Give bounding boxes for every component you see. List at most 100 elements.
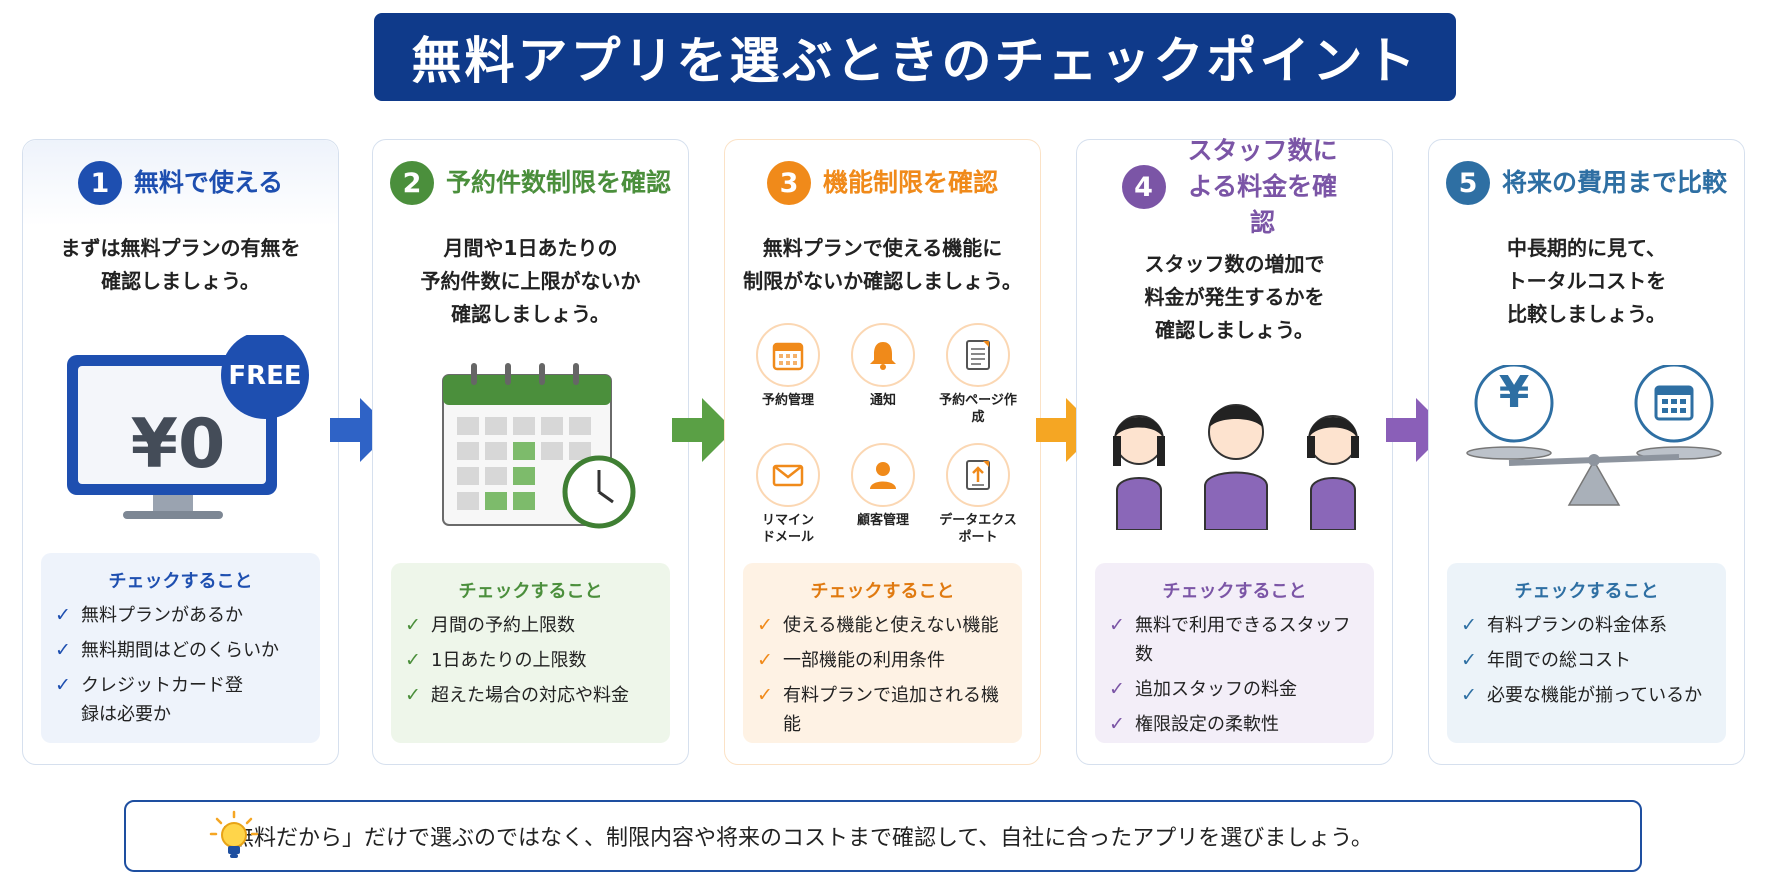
card-step-4: 4 スタッフ数による料金を確認 スタッフ数の増加で 料金が発生するかを 確認しま…	[1076, 136, 1393, 765]
balance-scale-icon	[1466, 363, 1722, 506]
check-icon: ✓	[55, 674, 71, 696]
feature-circle	[946, 443, 1010, 507]
feature-label: リマインドメール	[761, 513, 814, 545]
check-item: ✓年間での総コスト	[1461, 646, 1712, 675]
card-step-2: 2 予約件数制限を確認 月間や1日あたりの 予約件数に上限がないか 確認しましょ…	[372, 139, 689, 765]
bell-icon	[870, 342, 896, 370]
check-icon: ✓	[1461, 649, 1477, 671]
person-icon	[870, 462, 896, 489]
check-box: チェックすること ✓月間の予約上限数 ✓1日あたりの上限数 ✓超えた場合の対応や…	[391, 563, 670, 743]
card-title: 将来の費用まで比較	[1501, 168, 1727, 197]
check-item: ✓超えた場合の対応や料金	[405, 681, 656, 710]
card-description: 無料プランで使える機能に 制限がないか確認しましょう。	[743, 236, 1022, 293]
check-title: チェックすること	[1162, 581, 1307, 602]
check-title: チェックすること	[458, 581, 603, 602]
card-title: 機能制限を確認	[822, 168, 998, 197]
feature-item: 通知	[838, 323, 928, 409]
check-icon: ✓	[405, 649, 421, 671]
feature-circle	[756, 443, 820, 507]
check-item: ✓有料プランで追加される機能	[757, 681, 1008, 739]
card-step-3: 3 機能制限を確認 無料プランで使える機能に 制限がないか確認しましょう。 予約…	[724, 139, 1041, 765]
price-label: ¥0	[130, 405, 226, 484]
bottom-note: 「無料だから」だけで選ぶのではなく、制限内容や将来のコストまで確認して、自社に合…	[124, 800, 1642, 872]
check-icon: ✓	[1109, 614, 1125, 636]
feature-circle	[851, 323, 915, 387]
card-title: 無料で使える	[133, 168, 284, 197]
card-description: スタッフ数の増加で 料金が発生するかを 確認しましょう。	[1144, 252, 1325, 342]
feature-label: 顧客管理	[856, 513, 909, 528]
check-item: ✓必要な機能が揃っているか	[1461, 681, 1712, 710]
card-header: 3 機能制限を確認	[725, 140, 1040, 226]
check-item: ✓月間の予約上限数	[405, 611, 656, 640]
check-item: ✓権限設定の柔軟性	[1109, 710, 1360, 739]
check-icon: ✓	[757, 649, 773, 671]
lightbulb-icon	[209, 810, 259, 858]
check-icon: ✓	[55, 639, 71, 661]
check-icon: ✓	[1109, 713, 1125, 735]
step-number-badge: 3	[766, 161, 811, 205]
check-box: チェックすること ✓無料プランがあるか ✓無料期間はどのくらいか ✓クレジットカ…	[41, 553, 320, 743]
check-title: チェックすること	[1514, 581, 1659, 602]
check-item: ✓使える機能と使えない機能	[757, 611, 1008, 640]
feature-circle	[851, 443, 915, 507]
scale-illustration: ¥	[1429, 363, 1744, 515]
bottom-note-text: 「無料だから」だけで選ぶのではなく、制限内容や将来のコストまで確認して、自社に合…	[210, 826, 1373, 851]
check-box: チェックすること ✓使える機能と使えない機能 ✓一部機能の利用条件 ✓有料プラン…	[743, 563, 1022, 743]
calendar-clock-icon	[442, 363, 636, 529]
staff-illustration	[1077, 390, 1392, 531]
mail-icon	[772, 464, 804, 487]
check-icon: ✓	[1109, 678, 1125, 700]
arrow-right-icon	[672, 398, 734, 462]
check-item: ✓有料プランの料金体系	[1461, 611, 1712, 640]
card-description: 月間や1日あたりの 予約件数に上限がないか 確認しましょう。	[420, 236, 641, 326]
card-description: まずは無料プランの有無を 確認しましょう。	[60, 236, 301, 293]
feature-item: 顧客管理	[838, 443, 928, 529]
monitor-illustration: ¥0 FREE	[23, 331, 338, 675]
step-number-badge: 5	[1445, 161, 1490, 205]
feature-label: 通知	[869, 393, 896, 408]
card-step-1: 1 無料で使える まずは無料プランの有無を 確認しましょう。 ¥0 FREE チ…	[22, 139, 339, 765]
card-title: スタッフ数による料金を確認	[1187, 136, 1338, 237]
check-item: ✓追加スタッフの料金	[1109, 675, 1360, 704]
free-badge-label: FREE	[228, 361, 302, 391]
check-icon: ✓	[55, 604, 71, 626]
check-icon: ✓	[757, 614, 773, 636]
yen-symbol: ¥	[1498, 367, 1530, 418]
check-item: ✓無料で利用できるスタッフ数	[1109, 611, 1360, 669]
feature-circle	[946, 323, 1010, 387]
card-header: 5 将来の費用まで比較	[1429, 140, 1744, 226]
card-step-5: 5 将来の費用まで比較 中長期的に見て、 トータルコストを 比較しましょう。 ¥…	[1428, 139, 1745, 765]
feature-label: データエクスポート	[939, 513, 1017, 545]
check-title: チェックすること	[108, 571, 253, 592]
staff-group-icon	[1113, 404, 1359, 531]
feature-item: 予約ページ作成	[933, 323, 1023, 426]
card-description: 中長期的に見て、 トータルコストを 比較しましょう。	[1506, 236, 1667, 326]
document-icon	[966, 340, 990, 370]
feature-item: 予約管理	[743, 323, 833, 409]
check-icon: ✓	[405, 684, 421, 706]
page-title: 無料アプリを選ぶときのチェックポイント	[411, 32, 1419, 90]
check-item: ✓クレジットカード登録は必要か	[55, 671, 306, 729]
calendar-icon	[772, 342, 804, 371]
arrow-right-icon	[1036, 398, 1098, 462]
feature-item: データエクスポート	[933, 443, 1023, 546]
step-number-badge: 1	[77, 161, 122, 205]
check-box: チェックすること ✓無料で利用できるスタッフ数 ✓追加スタッフの料金 ✓権限設定…	[1095, 563, 1374, 743]
check-icon: ✓	[405, 614, 421, 636]
card-header: 1 無料で使える	[23, 140, 338, 226]
check-icon: ✓	[757, 684, 773, 706]
check-item: ✓無料プランがあるか	[55, 601, 306, 630]
monitor-icon	[67, 331, 309, 519]
arrow-right-icon	[1386, 398, 1448, 462]
check-title: チェックすること	[810, 581, 955, 602]
arrow-right-icon	[330, 398, 392, 462]
calendar-illustration	[373, 360, 688, 560]
export-icon	[966, 460, 990, 490]
check-box: チェックすること ✓有料プランの料金体系 ✓年間での総コスト ✓必要な機能が揃っ…	[1447, 563, 1726, 743]
check-item: ✓1日あたりの上限数	[405, 646, 656, 675]
page-title-banner: 無料アプリを選ぶときのチェックポイント	[374, 13, 1456, 101]
step-number-badge: 2	[389, 161, 434, 205]
feature-circle	[756, 323, 820, 387]
check-icon: ✓	[1461, 614, 1477, 636]
check-item: ✓無料期間はどのくらいか	[55, 636, 306, 665]
